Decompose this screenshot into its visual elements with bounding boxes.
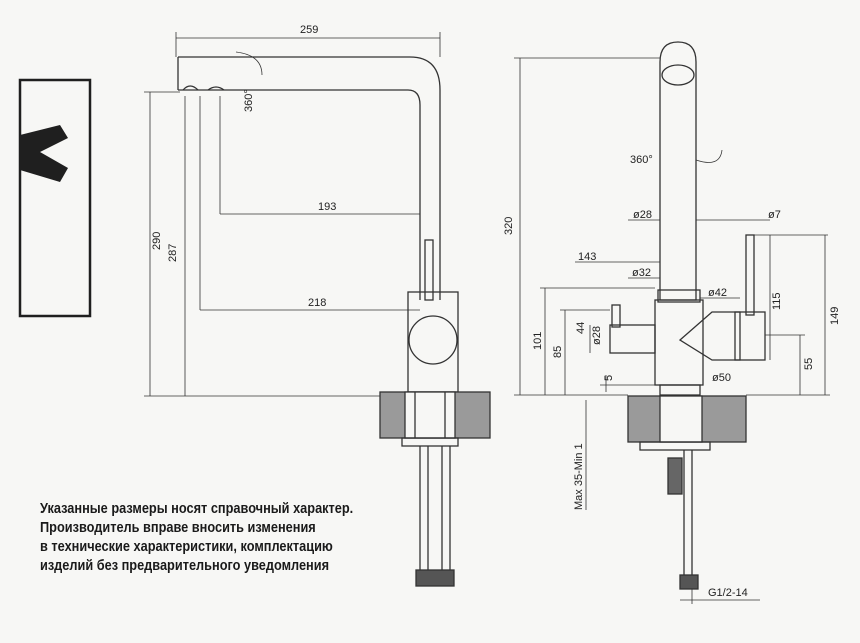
dim-149: 149 — [829, 307, 841, 325]
side-view — [177, 56, 491, 587]
dim-44: 44 — [575, 322, 587, 334]
disclaimer-line-2: Производитель вправе вносить изменения — [40, 520, 316, 536]
dim-thread: G1/2-14 — [708, 587, 748, 599]
dim-143: 143 — [578, 251, 596, 263]
dim-115: 115 — [771, 292, 783, 310]
dim-287: 287 — [167, 244, 179, 262]
dim-320: 320 — [503, 217, 515, 235]
disclaimer-line-1: Указанные размеры носят справочный харак… — [40, 501, 354, 517]
dim-dia-28-handle: ø28 — [591, 326, 603, 345]
dim-dia-28-spout: ø28 — [633, 209, 652, 221]
disclaimer-note: Указанные размеры носят справочный харак… — [40, 500, 357, 576]
front-view — [609, 41, 766, 590]
logo-fragment — [18, 78, 92, 318]
dim-193: 193 — [318, 201, 336, 213]
dim-290: 290 — [151, 232, 163, 250]
dim-360-left: 360° — [243, 89, 255, 112]
disclaimer-line-3: в технические характеристики, комплектац… — [40, 539, 333, 555]
dim-dia-32: ø32 — [632, 267, 651, 279]
dim-85: 85 — [552, 346, 564, 358]
dim-218: 218 — [308, 297, 326, 309]
dim-mount-range: Max 35-Min 1 — [573, 443, 585, 510]
dim-55: 55 — [803, 358, 815, 370]
dim-5: 5 — [603, 375, 615, 381]
dim-259: 259 — [300, 24, 318, 36]
dim-360-right: 360° — [630, 154, 653, 166]
side-view-dimension-lines — [144, 32, 441, 397]
dim-101: 101 — [532, 332, 544, 350]
dim-dia-42: ø42 — [708, 287, 727, 299]
dim-dia-50: ø50 — [712, 372, 731, 384]
disclaimer-line-4: изделий без предварительного уведомления — [40, 558, 330, 574]
front-view-dimension-lines — [514, 57, 830, 604]
dim-dia-7: ø7 — [768, 209, 781, 221]
